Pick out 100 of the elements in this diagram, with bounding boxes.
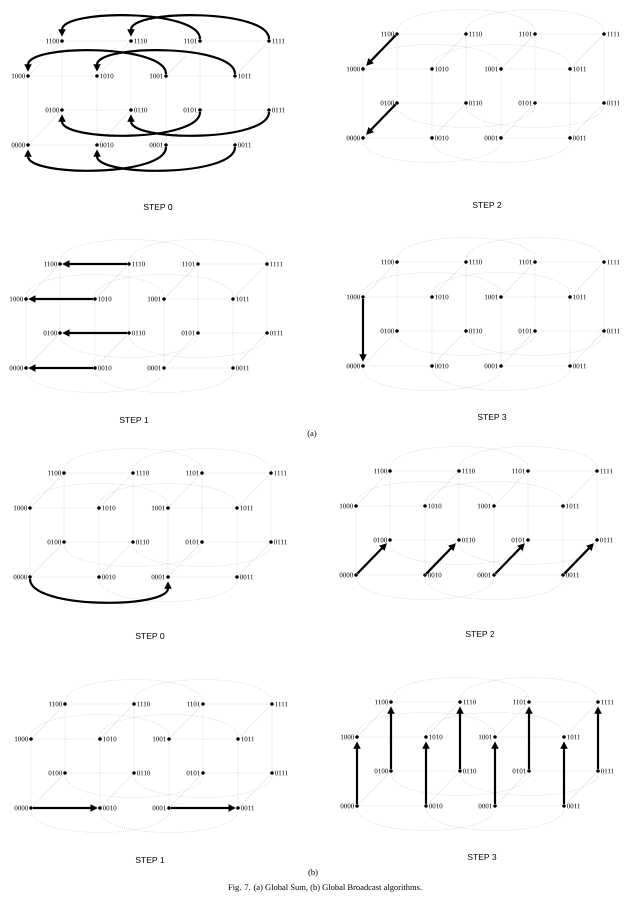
line	[32, 705, 64, 738]
dotted-arc	[98, 578, 238, 602]
line	[358, 772, 390, 805]
dotted-arc	[100, 714, 238, 738]
dotted-line	[398, 330, 464, 332]
dotted-arc	[94, 370, 234, 393]
step-label: STEP 2	[466, 631, 494, 637]
dotted-line	[30, 144, 96, 146]
step-label: STEP 0	[144, 204, 172, 210]
line	[238, 474, 270, 507]
part-label: (b)	[308, 869, 318, 877]
line	[96, 334, 128, 367]
step-label: STEP 1	[136, 857, 164, 863]
dotted-line	[364, 68, 430, 70]
line	[571, 263, 603, 296]
dotted-arc	[132, 448, 272, 472]
dotted-arc	[458, 542, 598, 565]
line	[565, 703, 597, 736]
dotted-line	[502, 68, 568, 70]
dotted-line	[358, 574, 424, 576]
dotted-line	[94, 300, 96, 366]
dotted-arc	[64, 448, 202, 472]
step-label: STEP 3	[478, 414, 506, 420]
dotted-arc	[60, 239, 198, 262]
dotted-arc	[98, 483, 238, 506]
line	[239, 705, 271, 738]
dotted-line	[266, 266, 268, 332]
dotted-line	[168, 740, 170, 806]
line	[364, 263, 396, 296]
line	[357, 472, 389, 505]
curved-arrow	[127, 112, 270, 137]
dotted-arc	[100, 810, 238, 833]
dotted-line	[362, 70, 364, 136]
dotted-line	[64, 706, 66, 772]
dotted-line	[536, 102, 602, 104]
dotted-arc	[132, 544, 272, 567]
line	[433, 332, 465, 365]
line	[234, 334, 266, 367]
dotted-arc	[424, 576, 564, 600]
dotted-arc	[396, 104, 536, 128]
dotted-arc	[390, 677, 530, 700]
dotted-arc	[134, 774, 272, 798]
dotted-arc	[460, 772, 598, 796]
line	[495, 472, 527, 505]
dotted-line	[202, 40, 268, 42]
line	[502, 104, 534, 137]
dotted-arc	[432, 140, 570, 163]
line	[100, 543, 132, 576]
dotted-arc	[362, 272, 502, 296]
line	[496, 703, 528, 736]
dotted-line	[502, 296, 568, 298]
line	[496, 772, 528, 805]
part-label: (a)	[308, 430, 316, 438]
dotted-line	[204, 772, 270, 774]
line	[101, 774, 133, 807]
line	[234, 265, 266, 298]
dotted-line	[170, 738, 236, 740]
line	[170, 774, 202, 807]
dotted-arc	[432, 44, 570, 68]
dotted-line	[200, 332, 266, 334]
line	[167, 42, 199, 75]
dotted-line	[358, 736, 424, 738]
dotted-line	[130, 42, 132, 108]
dotted-arc	[30, 714, 170, 738]
dotted-line	[392, 770, 458, 772]
dotted-arc	[134, 679, 272, 702]
dotted-line	[530, 470, 596, 472]
dotted-line	[534, 36, 536, 102]
line	[502, 263, 534, 296]
dotted-line	[500, 298, 502, 364]
dotted-line	[166, 298, 232, 300]
dotted-line	[132, 474, 134, 540]
dotted-arc	[466, 332, 604, 356]
dotted-line	[396, 36, 398, 102]
dotted-line	[234, 78, 236, 144]
line	[358, 703, 390, 736]
line	[29, 42, 61, 75]
dotted-arc	[424, 481, 564, 504]
dotted-arc	[356, 481, 494, 504]
dotted-arc	[390, 446, 528, 470]
curved-arrow	[24, 146, 168, 172]
dotted-line	[270, 474, 272, 540]
dotted-arc	[356, 808, 496, 831]
dotted-line	[168, 144, 234, 146]
line	[571, 104, 603, 137]
line	[167, 111, 199, 144]
dotted-line	[98, 510, 100, 576]
dotted-arc	[396, 9, 536, 32]
line	[29, 111, 61, 144]
dotted-line	[424, 508, 426, 574]
dotted-arc	[426, 808, 564, 831]
figure-caption: Fig. 7. (a) Global Sum, (b) Global Broadcast algorithms.	[228, 884, 422, 892]
dotted-line	[30, 740, 32, 806]
line	[31, 474, 63, 507]
dotted-arc	[466, 237, 604, 260]
dotted-arc	[432, 272, 570, 296]
line	[101, 705, 133, 738]
line	[565, 772, 597, 805]
dotted-arc	[94, 274, 234, 298]
dotted-arc	[458, 446, 598, 470]
